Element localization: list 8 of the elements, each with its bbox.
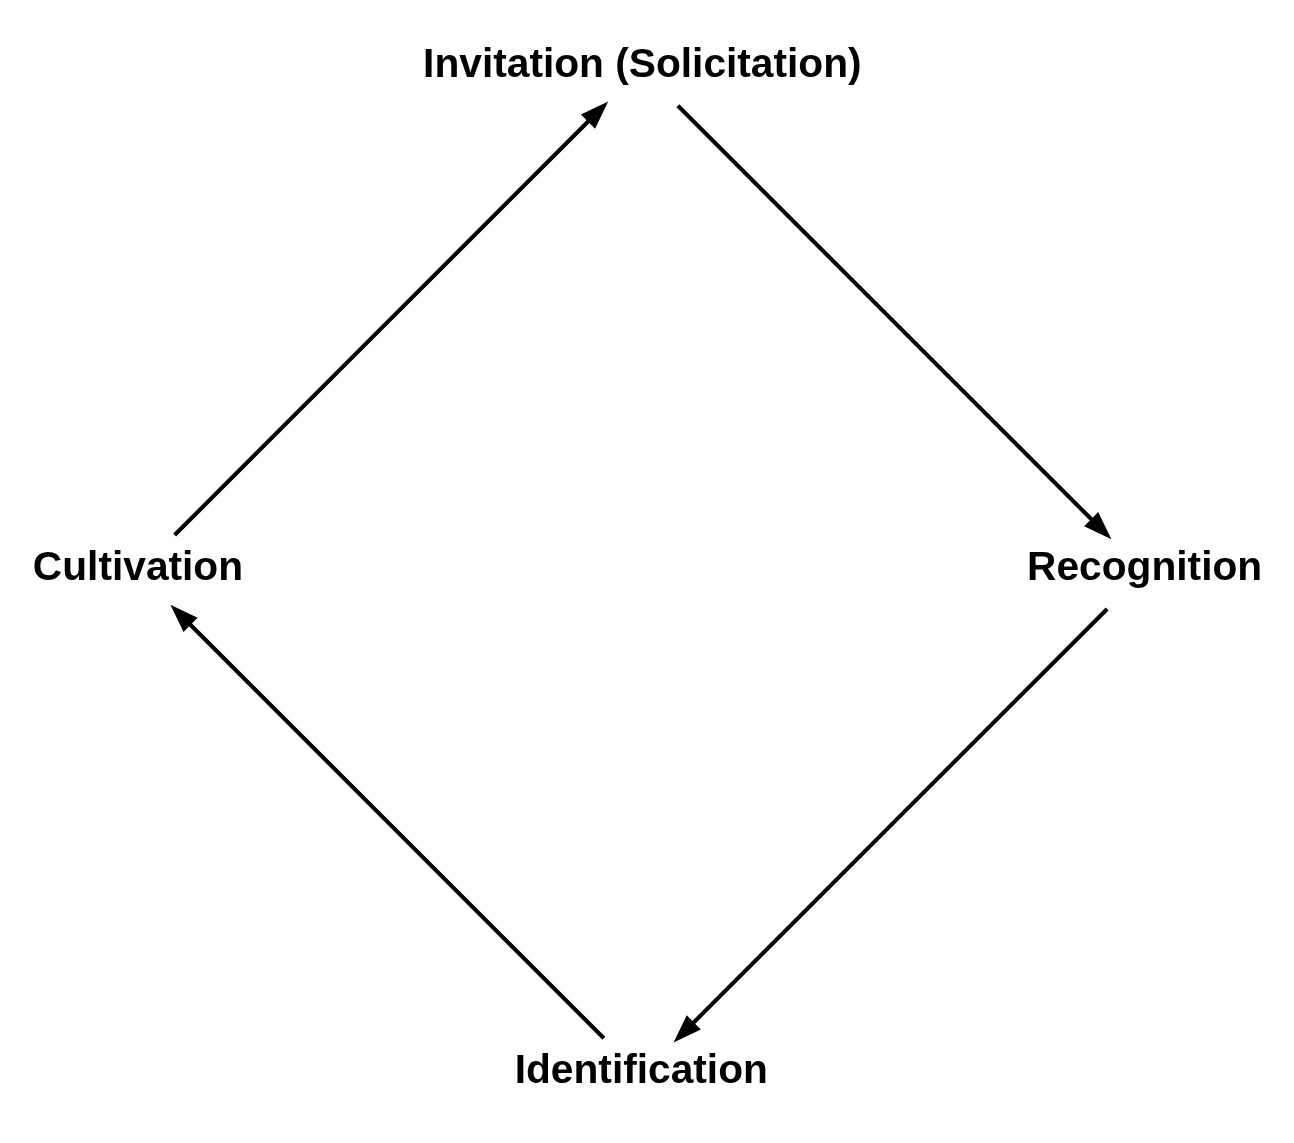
node-text: Recognition <box>1027 542 1263 589</box>
arrow <box>673 607 1109 1043</box>
node-text: Invitation (Solicitation) <box>423 39 862 86</box>
arrow <box>173 100 609 536</box>
node-text: Identification <box>514 1045 768 1092</box>
arrow <box>676 103 1112 539</box>
arrow <box>170 604 606 1040</box>
node-text: Cultivation <box>32 542 244 589</box>
